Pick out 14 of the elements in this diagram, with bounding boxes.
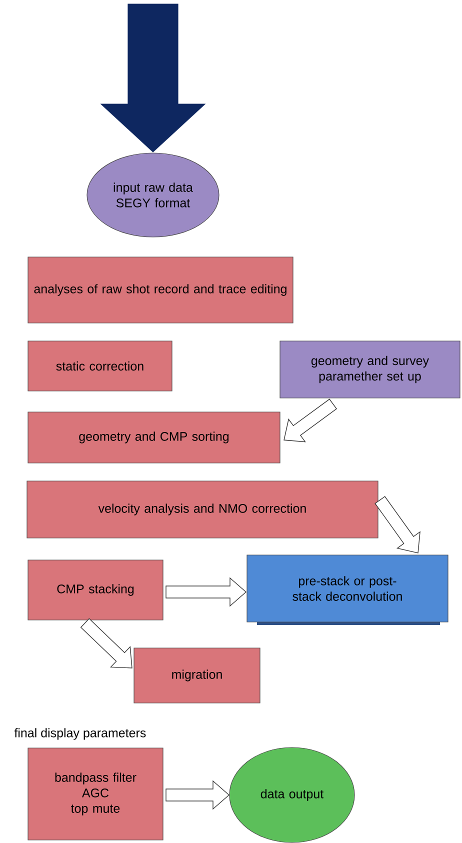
block-arrow xyxy=(100,4,206,152)
heading: final display parameters xyxy=(14,728,146,740)
process-box: migration xyxy=(134,648,260,704)
process-box: geometry and survey paramether set up xyxy=(280,340,460,398)
process-box: CMP stacking xyxy=(28,560,164,620)
block-arrow xyxy=(374,496,420,554)
block-arrow xyxy=(166,577,247,607)
process-box: velocity analysis and NMO correction xyxy=(26,480,378,538)
process-box: bandpass filter AGC top mute xyxy=(28,748,164,840)
process-box: geometry and CMP sorting xyxy=(28,412,280,464)
block-arrow xyxy=(166,780,230,810)
process-box: static correction xyxy=(28,340,172,392)
process-box: pre-stack or post-stack deconvolution xyxy=(246,554,448,625)
process-box: analyses of raw shot record and trace editing xyxy=(28,256,294,324)
